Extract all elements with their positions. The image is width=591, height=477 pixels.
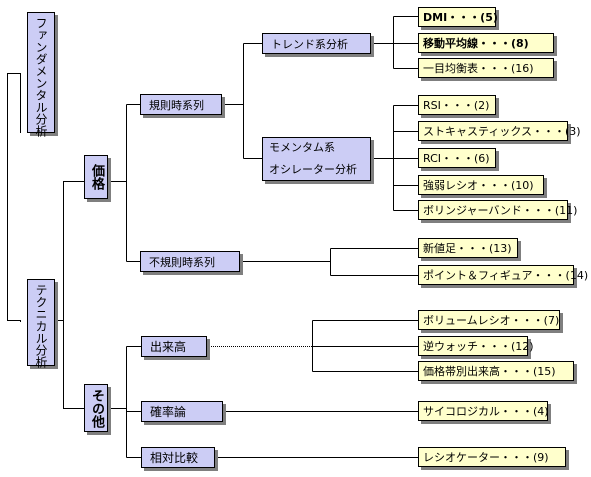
price-box: 価格 <box>84 155 108 199</box>
leaf-volume-ratio: ボリュームレシオ・・・(7) <box>418 310 560 330</box>
leaf-dmi: DMI・・・(5) <box>418 7 498 27</box>
technical-connector <box>55 181 84 409</box>
leaf-rsi-label: RSI・・・(2) <box>423 99 490 112</box>
leaf-psychological-label: サイコロジカル・・・(4) <box>423 405 549 418</box>
relative-comparison-label: 相対比較 <box>150 451 199 465</box>
leaf-point-figure: ポイント＆フィギュア・・・(14) <box>418 265 588 285</box>
leaf-point-figure-label: ポイント＆フィギュア・・・(14) <box>423 269 589 282</box>
regular-time-series-label: 規則時系列 <box>149 98 204 112</box>
leaf-new-price-label: 新値足・・・(13) <box>423 242 512 255</box>
price-connector <box>108 104 140 262</box>
leaf-dmi-label: DMI・・・(5) <box>423 11 498 24</box>
leaf-new-price: 新値足・・・(13) <box>418 238 518 258</box>
technical-analysis-box: テクニカル分析 <box>27 279 55 368</box>
probability-label: 確率論 <box>150 405 187 419</box>
trend-analysis-box: トレンド系分析 <box>262 33 371 54</box>
momentum-oscillator-box: モメンタム系 オシレーター分析 <box>262 137 371 181</box>
leaf-bollinger: ボリンジャーバンド・・・(11) <box>418 200 577 220</box>
irregular-time-series-box: 不規則時系列 <box>140 251 240 272</box>
regular-time-series-box: 規則時系列 <box>140 94 222 115</box>
leaf-rsi: RSI・・・(2) <box>418 95 496 115</box>
other-connector <box>108 346 141 458</box>
leaf-volume-ratio-label: ボリュームレシオ・・・(7) <box>423 314 560 327</box>
leaf-psychological: サイコロジカル・・・(4) <box>418 401 549 421</box>
other-label: その他 <box>89 388 104 428</box>
regular-connector <box>222 43 262 159</box>
leaf-stochastics: ストキャスティックス・・・(3) <box>418 121 581 141</box>
volume-connector <box>312 320 418 372</box>
other-box: その他 <box>84 384 108 432</box>
leaf-stochastics-label: ストキャスティックス・・・(3) <box>423 125 581 138</box>
trend-analysis-label: トレンド系分析 <box>271 37 348 51</box>
leaf-rci-label: RCI・・・(6) <box>423 152 490 165</box>
trend-connector <box>371 16 418 69</box>
volume-box: 出来高 <box>141 336 207 357</box>
irregular-time-series-label: 不規則時系列 <box>149 255 215 269</box>
volume-label: 出来高 <box>150 340 187 354</box>
leaf-ratio-ketter: レシオケーター・・・(9) <box>418 447 566 467</box>
oscillator-label: オシレーター分析 <box>269 163 357 176</box>
leaf-strength-ratio: 強弱レシオ・・・(10) <box>418 175 544 195</box>
fundamental-analysis-label: ファンダメンタル分析 <box>34 17 48 137</box>
leaf-ichimoku-label: 一目均衡表・・・(16) <box>423 62 534 75</box>
fundamental-analysis-box: ファンダメンタル分析 <box>27 12 55 137</box>
leaf-bollinger-label: ボリンジャーバンド・・・(11) <box>423 204 578 217</box>
leaf-moving-average-label: 移動平均線・・・(8) <box>423 37 529 50</box>
irregular-connector <box>240 248 418 276</box>
momentum-connector <box>371 105 418 211</box>
root-connector <box>7 73 21 322</box>
leaf-strength-ratio-label: 強弱レシオ・・・(10) <box>423 179 534 192</box>
momentum-label: モメンタム系 <box>269 141 335 154</box>
leaf-reverse-watch: 逆ウォッチ・・・(12) <box>418 336 534 356</box>
leaf-rci: RCI・・・(6) <box>418 148 496 168</box>
probability-box: 確率論 <box>141 401 223 422</box>
leaf-price-band-volume-label: 価格帯別出来高・・・(15) <box>423 365 556 378</box>
price-label: 価格 <box>89 164 104 190</box>
leaf-reverse-watch-label: 逆ウォッチ・・・(12) <box>423 340 534 353</box>
leaf-moving-average: 移動平均線・・・(8) <box>418 33 554 53</box>
technical-analysis-label: テクニカル分析 <box>34 284 48 368</box>
relative-comparison-box: 相対比較 <box>141 447 215 468</box>
leaf-price-band-volume: 価格帯別出来高・・・(15) <box>418 361 574 381</box>
leaf-ichimoku: 一目均衡表・・・(16) <box>418 58 554 78</box>
leaf-ratio-ketter-label: レシオケーター・・・(9) <box>423 451 549 464</box>
